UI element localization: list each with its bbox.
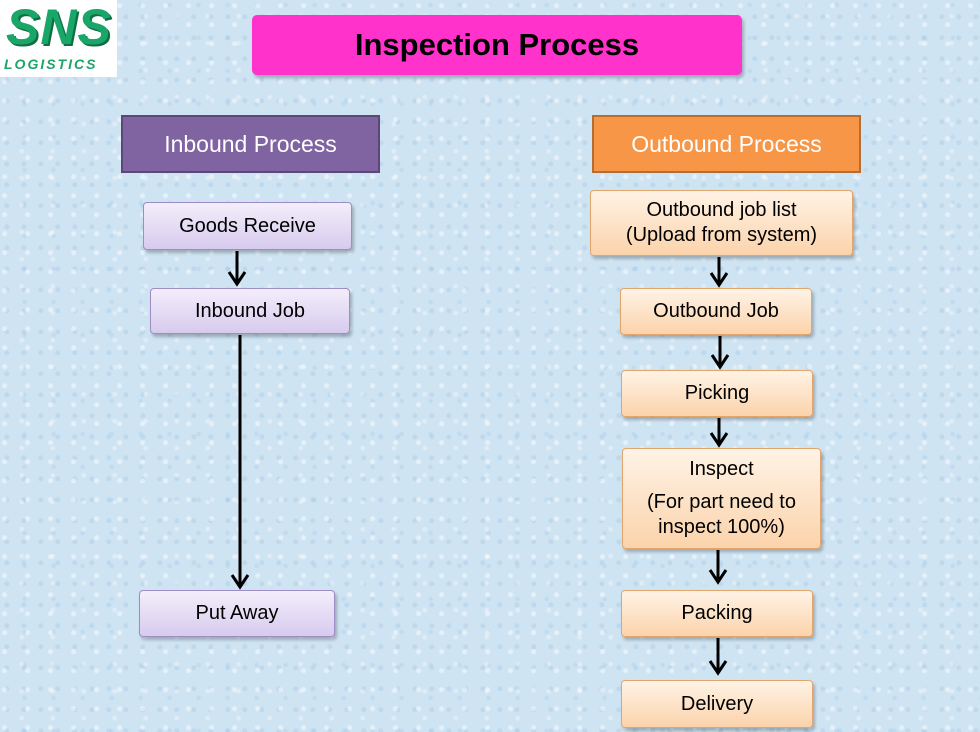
node-picking: Picking [621, 370, 813, 417]
arrow-picking-head [709, 432, 729, 448]
node-sublabel: (For part need to [647, 491, 796, 513]
inbound-header: Inbound Process [121, 115, 380, 173]
page-title: Inspection Process [252, 15, 742, 75]
node-outbound-job: Outbound Job [620, 288, 812, 335]
arrow-inspect-head [708, 569, 728, 585]
arrow-packing-head [708, 660, 728, 676]
outbound-header: Outbound Process [592, 115, 861, 173]
arrow-joblist-head [709, 272, 729, 288]
node-inspect: Inspect (For part need to inspect 100%) [622, 448, 821, 549]
node-inbound-job: Inbound Job [150, 288, 350, 334]
node-label: Picking [684, 382, 750, 404]
node-delivery: Delivery [621, 680, 813, 728]
node-label: Inbound Job [194, 299, 306, 322]
node-label: Inspect [689, 458, 754, 480]
node-label: Put Away [195, 602, 279, 624]
node-sublabel: (Upload from system) [625, 224, 818, 246]
arrow-outboundjob-head [710, 354, 730, 370]
node-put-away: Put Away [139, 590, 335, 637]
node-label: Packing [681, 602, 753, 624]
arrow-inbound-to-putaway-head [230, 574, 250, 590]
node-sublabel: inspect 100%) [658, 516, 785, 538]
logo-subtitle: LOGISTICS [4, 56, 98, 72]
arrow-goods-to-inbound-head [227, 271, 247, 287]
node-label: Goods Receive [179, 214, 316, 237]
node-label: Delivery [680, 692, 754, 715]
node-packing: Packing [621, 590, 813, 637]
node-label: Outbound job list [646, 199, 797, 221]
node-goods-receive: Goods Receive [143, 202, 352, 250]
sns-logo: SNS LOGISTICS [0, 0, 117, 77]
node-outbound-job-list: Outbound job list (Upload from system) [590, 190, 853, 256]
node-label: Outbound Job [653, 300, 779, 322]
logo-name: SNS [6, 0, 112, 55]
